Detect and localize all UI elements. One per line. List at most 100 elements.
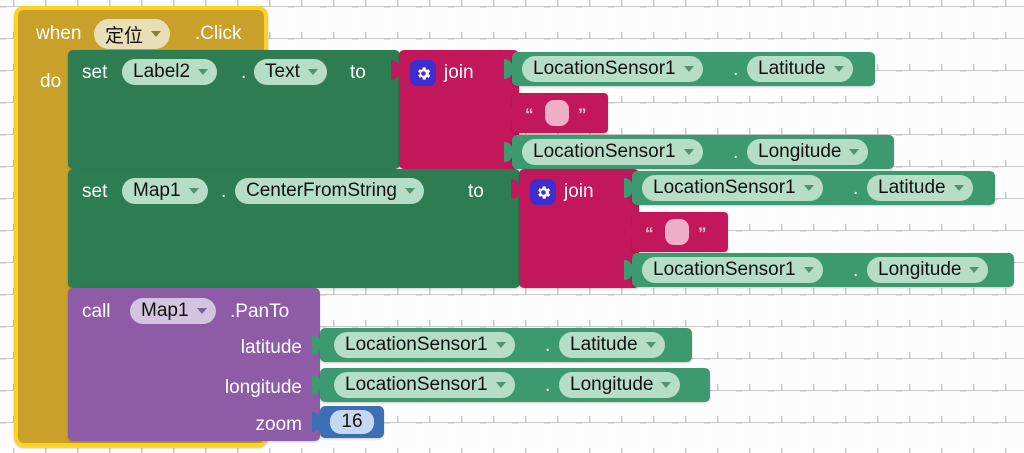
join-label: join bbox=[564, 181, 594, 202]
event-name-label: .Click bbox=[195, 23, 242, 44]
value-plug bbox=[624, 178, 633, 198]
param-label-zoom: zoom bbox=[255, 414, 302, 435]
call-method-label: .PanTo bbox=[230, 301, 290, 322]
getter-property-label: Longitude bbox=[570, 374, 654, 395]
value-plug bbox=[504, 59, 513, 79]
value-plug bbox=[624, 222, 633, 242]
getter-component-label: LocationSensor1 bbox=[345, 334, 488, 355]
set-property-dropdown[interactable]: Text bbox=[254, 59, 327, 85]
getter-property-dropdown[interactable]: Longitude bbox=[747, 139, 869, 165]
close-quote: ” bbox=[578, 105, 587, 124]
getter-component-dropdown[interactable]: LocationSensor1 bbox=[522, 139, 703, 165]
to-label: to bbox=[350, 62, 366, 83]
when-label: when bbox=[36, 23, 82, 44]
getter-property-label: Latitude bbox=[570, 334, 638, 355]
chevron-down-icon bbox=[969, 267, 980, 273]
chevron-down-icon bbox=[495, 342, 506, 348]
text-string-block-2[interactable]: “ ” bbox=[624, 212, 728, 252]
getter-component-dropdown[interactable]: LocationSensor1 bbox=[642, 175, 823, 201]
set-component-dropdown[interactable]: Label2 bbox=[122, 59, 218, 85]
member-separator: . bbox=[545, 375, 551, 396]
set-block-label2-text[interactable]: set Label2 . Text to bbox=[68, 50, 400, 169]
gear-icon[interactable] bbox=[530, 179, 556, 205]
set-property-dropdown[interactable]: CenterFromString bbox=[235, 178, 424, 204]
chevron-down-icon bbox=[803, 185, 814, 191]
chevron-down-icon bbox=[307, 69, 318, 75]
text-string-block-1[interactable]: “ ” bbox=[504, 93, 608, 133]
to-label: to bbox=[468, 181, 484, 202]
member-separator: . bbox=[221, 181, 227, 202]
getter-locationsensor1-longitude[interactable]: LocationSensor1 . Longitude bbox=[312, 368, 710, 402]
param-label-latitude: latitude bbox=[240, 337, 302, 358]
open-quote: “ bbox=[645, 224, 654, 243]
getter-locationsensor1-longitude[interactable]: LocationSensor1 . Longitude bbox=[624, 253, 1014, 287]
value-plug bbox=[312, 335, 321, 355]
value-plug bbox=[624, 260, 633, 280]
block-notch-top bbox=[90, 50, 120, 58]
value-plug bbox=[511, 179, 520, 199]
set-property-label: CenterFromString bbox=[246, 180, 397, 201]
member-separator: . bbox=[853, 178, 859, 199]
chevron-down-icon bbox=[495, 382, 506, 388]
join-block-2[interactable]: join bbox=[511, 169, 639, 288]
getter-component-dropdown[interactable]: LocationSensor1 bbox=[522, 56, 703, 82]
value-plug bbox=[312, 412, 321, 432]
block-notch-top bbox=[90, 169, 120, 177]
do-label: do bbox=[40, 71, 62, 92]
getter-property-dropdown[interactable]: Longitude bbox=[559, 372, 681, 398]
call-label: call bbox=[82, 301, 111, 322]
getter-locationsensor1-latitude[interactable]: LocationSensor1 . Latitude bbox=[624, 171, 995, 205]
getter-component-label: LocationSensor1 bbox=[533, 141, 676, 162]
open-quote: “ bbox=[525, 105, 534, 124]
chevron-down-icon bbox=[151, 31, 162, 37]
chevron-down-icon bbox=[833, 66, 844, 72]
getter-locationsensor1-latitude[interactable]: LocationSensor1 . Latitude bbox=[504, 52, 875, 86]
member-separator: . bbox=[545, 335, 551, 356]
join-block-1[interactable]: join bbox=[391, 50, 519, 169]
call-block-map1-panto[interactable]: call Map1 .PanTo latitude longitude zoom bbox=[68, 288, 320, 441]
number-block-zoom[interactable]: 16 bbox=[312, 406, 384, 438]
member-separator: . bbox=[853, 260, 859, 281]
value-plug bbox=[504, 103, 513, 123]
chevron-down-icon bbox=[849, 149, 860, 155]
getter-component-label: LocationSensor1 bbox=[653, 177, 796, 198]
member-separator: . bbox=[733, 59, 739, 80]
set-property-label: Text bbox=[265, 61, 300, 82]
getter-property-dropdown[interactable]: Latitude bbox=[867, 175, 973, 201]
call-component-label: Map1 bbox=[141, 300, 189, 321]
join-label: join bbox=[444, 62, 474, 83]
set-label: set bbox=[82, 181, 108, 202]
getter-property-dropdown[interactable]: Latitude bbox=[747, 56, 853, 82]
member-separator: . bbox=[241, 62, 247, 83]
chevron-down-icon bbox=[196, 308, 207, 314]
gear-icon[interactable] bbox=[410, 60, 436, 86]
getter-property-dropdown[interactable]: Longitude bbox=[867, 257, 989, 283]
number-input[interactable]: 16 bbox=[330, 410, 374, 434]
text-string-input[interactable] bbox=[665, 219, 689, 245]
getter-property-label: Longitude bbox=[878, 259, 962, 280]
block-notch-top bbox=[90, 288, 120, 296]
chevron-down-icon bbox=[683, 66, 694, 72]
set-label: set bbox=[82, 62, 108, 83]
set-component-dropdown[interactable]: Map1 bbox=[122, 178, 208, 204]
getter-component-dropdown[interactable]: LocationSensor1 bbox=[642, 257, 823, 283]
getter-component-dropdown[interactable]: LocationSensor1 bbox=[334, 332, 515, 358]
getter-property-label: Latitude bbox=[878, 177, 946, 198]
member-separator: . bbox=[733, 142, 739, 163]
set-component-label: Map1 bbox=[133, 180, 181, 201]
set-block-map1-centerfromstring[interactable]: set Map1 . CenterFromString to bbox=[68, 169, 520, 288]
getter-component-dropdown[interactable]: LocationSensor1 bbox=[334, 372, 515, 398]
value-plug bbox=[312, 375, 321, 395]
getter-locationsensor1-longitude[interactable]: LocationSensor1 . Longitude bbox=[504, 135, 894, 169]
getter-property-dropdown[interactable]: Latitude bbox=[559, 332, 665, 358]
getter-locationsensor1-latitude[interactable]: LocationSensor1 . Latitude bbox=[312, 328, 692, 362]
call-component-dropdown[interactable]: Map1 bbox=[130, 298, 216, 324]
chevron-down-icon bbox=[645, 342, 656, 348]
event-component-dropdown[interactable]: 定位 bbox=[94, 19, 171, 49]
set-component-label: Label2 bbox=[133, 61, 191, 82]
getter-component-label: LocationSensor1 bbox=[345, 374, 488, 395]
text-string-input[interactable] bbox=[545, 100, 569, 126]
chevron-down-icon bbox=[198, 69, 209, 75]
chevron-down-icon bbox=[683, 149, 694, 155]
getter-component-label: LocationSensor1 bbox=[653, 259, 796, 280]
